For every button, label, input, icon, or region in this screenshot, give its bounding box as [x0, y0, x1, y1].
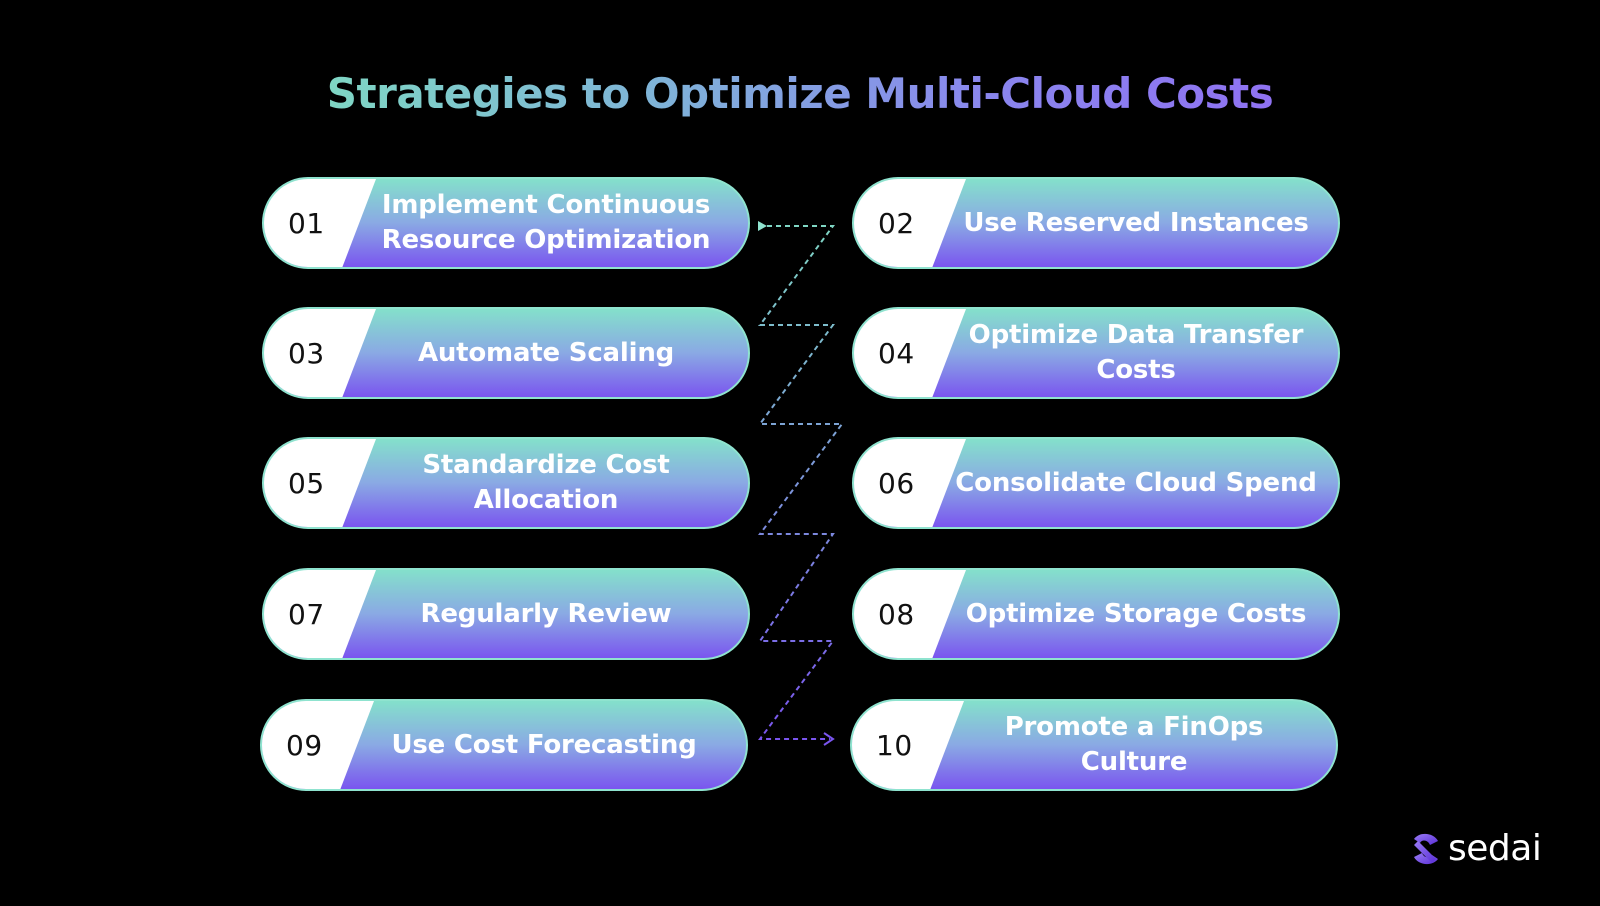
strategy-card-08: 08 Optimize Storage Costs: [852, 568, 1340, 660]
strategy-card-06: 06 Consolidate Cloud Spend: [852, 437, 1340, 529]
page-title-text: Strategies to Optimize Multi-Cloud Costs: [326, 69, 1274, 118]
strategy-label: Consolidate Cloud Spend: [955, 467, 1317, 498]
strategy-card-07: 07 Regularly Review: [262, 568, 750, 660]
page-title: Strategies to Optimize Multi-Cloud Costs: [0, 64, 1600, 124]
strategy-number: 02: [878, 206, 915, 240]
strategy-label: Regularly Review: [420, 598, 672, 629]
strategy-label: Promote a FinOps Culture: [1004, 712, 1264, 777]
strategy-label: Automate Scaling: [417, 337, 675, 368]
connector-start-marker: [758, 221, 767, 231]
strategy-label: Use Reserved Instances: [963, 207, 1309, 238]
strategy-number: 05: [288, 466, 325, 500]
strategy-card-02: 02 Use Reserved Instances: [852, 177, 1340, 269]
strategy-number: 08: [878, 597, 915, 631]
sedai-logo-icon: [1414, 833, 1438, 865]
strategy-card-05: 05 Standardize Cost Allocation: [262, 437, 750, 529]
strategy-number: 04: [878, 336, 915, 370]
strategy-label: Use Cost Forecasting: [391, 729, 697, 760]
strategy-number: 03: [288, 336, 325, 370]
strategy-card-03: 03 Automate Scaling: [262, 307, 750, 399]
strategy-label: Optimize Storage Costs: [965, 598, 1307, 629]
connector-path: [758, 225, 844, 740]
strategy-number: 07: [288, 597, 325, 631]
strategy-card-04: 04 Optimize Data Transfer Costs: [852, 307, 1340, 399]
strategy-number: 06: [878, 466, 915, 500]
strategy-label: Standardize Cost Allocation: [422, 450, 670, 515]
sedai-logo: sedai: [1408, 826, 1542, 872]
strategy-card-10: 10 Promote a FinOps Culture: [850, 699, 1338, 791]
strategy-card-01: 01 Implement Continuous Resource Optimiz…: [262, 177, 750, 269]
strategy-number: 01: [288, 206, 325, 240]
strategy-card-09: 09 Use Cost Forecasting: [260, 699, 748, 791]
logo-text: sedai: [1448, 828, 1542, 869]
strategy-label: Implement Continuous Resource Optimizati…: [381, 190, 711, 255]
strategy-number: 09: [286, 728, 323, 762]
connector-arrow-head: [823, 732, 835, 746]
strategy-label: Optimize Data Transfer Costs: [968, 320, 1304, 385]
strategy-number: 10: [876, 728, 913, 762]
